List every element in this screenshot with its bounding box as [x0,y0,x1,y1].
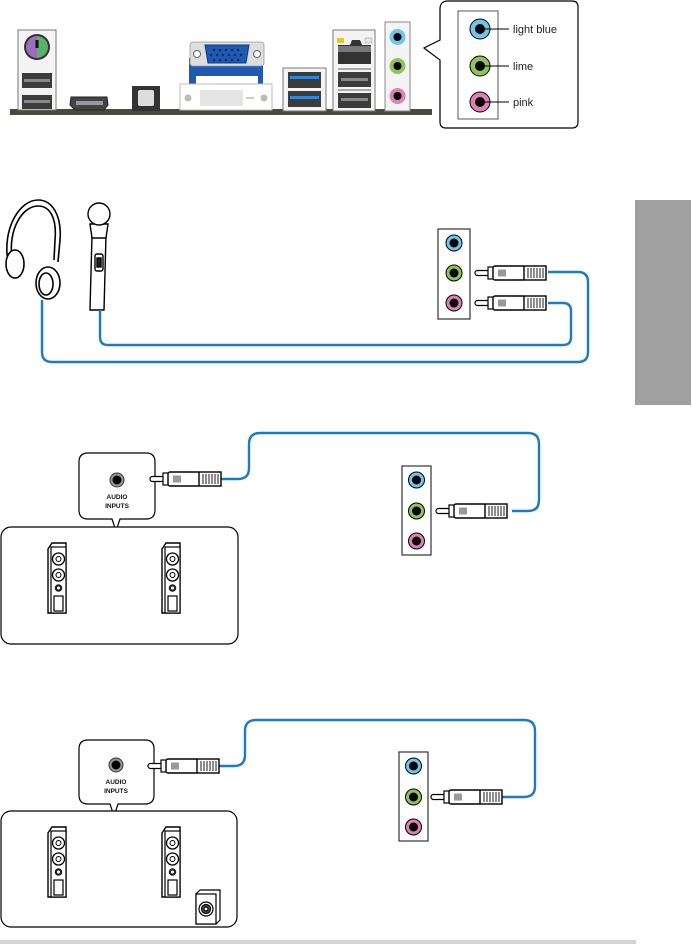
headphone-mic-diagram [6,200,588,362]
jack-color-legend: light blue lime pink [424,1,578,128]
right-speaker-icon [162,543,180,613]
plug-icon [475,266,546,280]
plug-icon [475,296,546,310]
ps2-usb-stack [18,30,56,110]
io-audio-jacks [385,22,410,111]
optical-spdif-port [132,86,160,111]
left-speaker-icon [48,827,66,897]
speaker-cable [220,433,539,511]
audio-jack-panel [438,229,470,319]
audio-inputs-label-line2: INPUTS [104,788,129,795]
hdmi-port [70,97,108,110]
left-speaker-icon [48,543,66,613]
vga-port [189,42,264,88]
lan-usb-stack [333,30,375,111]
legend-label-lime: lime [513,61,533,73]
subwoofer-icon [196,890,220,924]
headphone-cable [42,272,588,362]
speakers-2-1-diagram: AUDIO INPUTS [1,720,535,927]
plug-icon [431,790,502,804]
audio-inputs-callout [79,453,155,531]
rear-io-panel [10,22,432,115]
plug-icon [436,504,507,518]
speaker-cable [218,720,535,797]
legend-label-light-blue: light blue [513,24,557,36]
microphone-icon [88,203,110,310]
stereo-speakers-diagram: AUDIO INPUTS [1,433,539,644]
audio-inputs-label-line1: AUDIO [106,779,127,786]
audio-inputs-callout [79,740,154,816]
audio-inputs-label-line1: AUDIO [107,494,128,501]
audio-jack-panel [399,752,428,841]
plug-icon [150,472,221,486]
usb-3-ports [283,68,326,111]
headphone-icon [6,200,60,299]
right-speaker-icon [162,827,180,897]
dvi-port [180,84,272,110]
audio-jack-panel [402,466,431,555]
speakers-box [1,527,238,644]
plug-icon [148,759,219,773]
legend-label-pink: pink [513,97,534,109]
audio-inputs-label-line2: INPUTS [105,503,130,510]
